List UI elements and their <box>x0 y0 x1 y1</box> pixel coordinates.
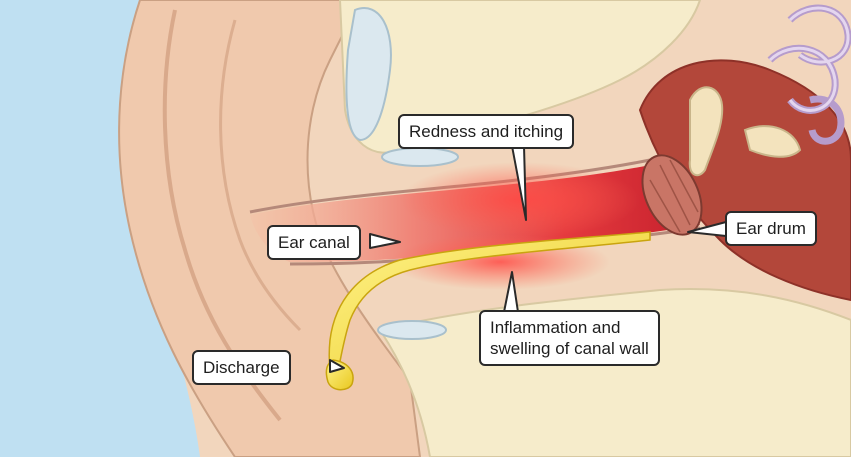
leader-discharge <box>329 359 345 373</box>
upper-cartilage <box>345 7 392 142</box>
ear-inner-fold <box>219 19 302 332</box>
label-ear-drum: Ear drum <box>725 211 817 246</box>
ossicle-2 <box>743 125 802 158</box>
label-inflammation-and-swelling: Inflammation and swelling of canal wall <box>479 310 660 366</box>
redness-glow <box>400 162 640 238</box>
label-ear-canal: Ear canal <box>267 225 361 260</box>
ossicle <box>688 86 724 177</box>
label-inflammation-line-2: swelling of canal wall <box>490 339 649 358</box>
leader-ear-canal <box>369 233 401 249</box>
inner-ear-fill <box>768 6 850 112</box>
label-redness-and-itching: Redness and itching <box>398 114 575 149</box>
label-discharge: Discharge <box>192 350 291 385</box>
label-inflammation-line-1: Inflammation and <box>490 318 621 337</box>
cartilage-oval-bottom <box>377 320 447 340</box>
cartilage-oval-top <box>381 147 459 167</box>
ear-drum-lines <box>649 159 699 233</box>
